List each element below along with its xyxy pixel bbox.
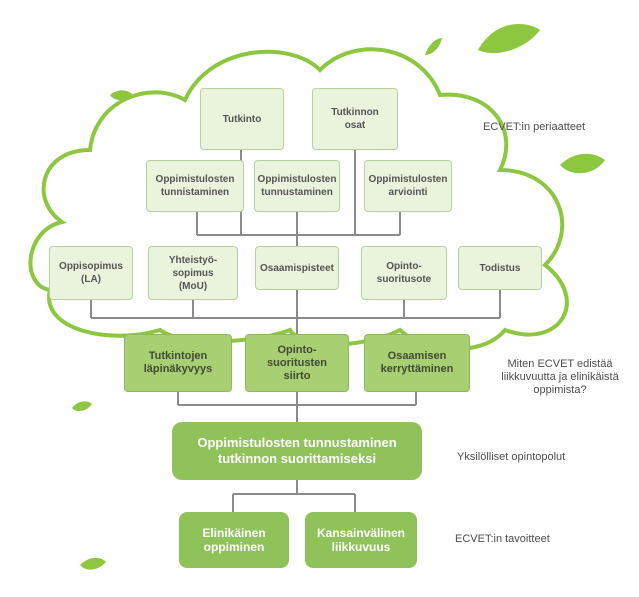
node-yhteistyosopimus: Yhteistyö- sopimus (MoU) bbox=[148, 246, 238, 300]
label-goals: ECVET:in tavoitteet bbox=[455, 533, 550, 545]
leaf-icon bbox=[478, 24, 540, 54]
label-paths: Yksilölliset opintopolut bbox=[457, 451, 566, 463]
node-osaamispisteet: Osaamispisteet bbox=[255, 246, 339, 290]
leaf-icon bbox=[80, 557, 106, 570]
node-kansainvalinen: Kansainvälinen liikkuvuus bbox=[305, 512, 417, 568]
node-opintosuoritusote: Opinto- suoritusote bbox=[361, 246, 447, 300]
node-siirto: Opinto- suoritusten siirto bbox=[245, 334, 349, 392]
node-tunnustaminen: Oppimistulosten tunnustaminen bbox=[254, 160, 340, 212]
node-elinikainen: Elinikäinen oppiminen bbox=[179, 512, 289, 568]
node-oppisopimus: Oppisopimus (LA) bbox=[49, 246, 133, 300]
node-kerryttaminen: Osaamisen kerryttäminen bbox=[364, 334, 470, 392]
node-tutkinto: Tutkinto bbox=[200, 88, 284, 150]
leaf-icon bbox=[72, 401, 92, 412]
cloud-outline bbox=[28, 47, 569, 351]
node-tutkinnon-osat: Tutkinnon osat bbox=[312, 88, 398, 150]
leaf-icon bbox=[560, 153, 605, 174]
node-trunk: Oppimistulosten tunnustaminen tutkinnon … bbox=[172, 422, 422, 480]
label-question: Miten ECVET edistää liikkuvuutta ja elin… bbox=[501, 358, 619, 396]
leaf-icon bbox=[110, 90, 132, 101]
node-todistus: Todistus bbox=[458, 246, 542, 290]
label-principles: ECVET:in periaatteet bbox=[483, 121, 586, 133]
node-arviointi: Oppimistulosten arviointi bbox=[364, 160, 452, 212]
leaf-icon bbox=[425, 38, 442, 55]
node-tunnistaminen: Oppimistulosten tunnistaminen bbox=[146, 160, 244, 212]
node-lapinakyvyys: Tutkintojen läpinäkyvyys bbox=[124, 334, 232, 392]
